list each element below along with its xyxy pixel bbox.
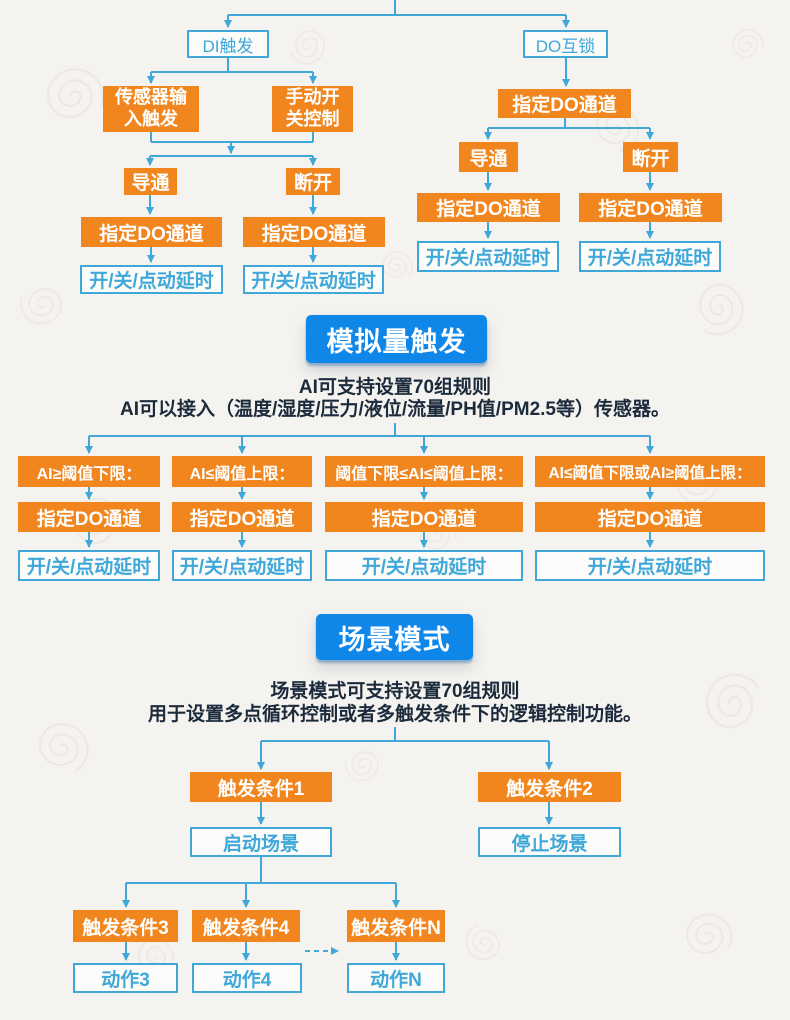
node-label: 传感器输 — [115, 87, 187, 108]
node-on-off-jog-delay: 开/关/点动延时 — [80, 265, 223, 294]
node-conduct: 导通 — [459, 142, 518, 172]
node-specify-do-channel: 指定DO通道 — [81, 217, 222, 247]
node-action-3: 动作3 — [73, 963, 178, 993]
node-stop-scene: 停止场景 — [478, 827, 621, 857]
analog-desc-line2: AI可以接入（温度/湿度/压力/液位/流量/PH值/PM2.5等）传感器。 — [120, 399, 670, 420]
section-header-analog-trigger: 模拟量触发 — [306, 315, 487, 363]
node-on-off-jog-delay: 开/关/点动延时 — [18, 550, 160, 581]
node-specify-do-channel: 指定DO通道 — [243, 217, 385, 247]
node-sensor-input-trigger: 传感器输 入触发 — [103, 86, 199, 132]
node-label: 手动开 — [285, 87, 340, 108]
node-trigger-condition-n: 触发条件N — [347, 910, 445, 942]
node-do-interlock: DO互锁 — [523, 30, 608, 58]
node-specify-do-channel: 指定DO通道 — [417, 193, 560, 222]
node-trigger-condition-3: 触发条件3 — [73, 910, 178, 942]
node-on-off-jog-delay: 开/关/点动延时 — [172, 550, 312, 581]
node-specify-do-channel: 指定DO通道 — [172, 502, 312, 532]
node-disconnect: 断开 — [623, 142, 678, 172]
node-condition-between: 阈值下限≤AI≤阈值上限： — [325, 456, 523, 487]
node-trigger-condition-4: 触发条件4 — [192, 910, 300, 942]
node-di-trigger: DI触发 — [187, 30, 269, 58]
node-disconnect: 断开 — [286, 168, 340, 195]
node-specify-do-channel: 指定DO通道 — [579, 193, 722, 222]
node-on-off-jog-delay: 开/关/点动延时 — [579, 241, 721, 272]
node-condition-outside: AI≤阈值下限或AI≥阈值上限： — [535, 456, 765, 487]
node-specify-do-channel: 指定DO通道 — [535, 502, 765, 532]
analog-desc-line1: AI可支持设置70组规则 — [298, 377, 492, 398]
node-condition-ai-lte-upper: AI≤阈值上限： — [172, 456, 312, 487]
node-start-scene: 启动场景 — [190, 827, 332, 857]
node-on-off-jog-delay: 开/关/点动延时 — [535, 550, 765, 581]
node-label: 入触发 — [124, 109, 178, 129]
node-trigger-condition-1: 触发条件1 — [190, 772, 332, 802]
node-action-n: 动作N — [347, 963, 445, 993]
node-on-off-jog-delay: 开/关/点动延时 — [243, 265, 384, 294]
node-conduct: 导通 — [124, 168, 177, 195]
node-specify-do-channel: 指定DO通道 — [498, 89, 631, 118]
section-header-scene-mode: 场景模式 — [316, 614, 473, 660]
node-specify-do-channel: 指定DO通道 — [18, 502, 160, 532]
node-specify-do-channel: 指定DO通道 — [325, 502, 523, 532]
node-label: 关控制 — [285, 109, 340, 129]
scene-desc-line2: 用于设置多点循环控制或者多触发条件下的逻辑控制功能。 — [147, 704, 642, 725]
node-on-off-jog-delay: 开/关/点动延时 — [417, 241, 559, 272]
node-condition-ai-gte-lower: AI≥阈值下限： — [18, 456, 160, 487]
node-action-4: 动作4 — [192, 963, 302, 993]
node-on-off-jog-delay: 开/关/点动延时 — [325, 550, 523, 581]
node-trigger-condition-2: 触发条件2 — [478, 772, 621, 802]
scene-desc-line1: 场景模式可支持设置70组规则 — [270, 681, 520, 702]
node-manual-switch-control: 手动开 关控制 — [272, 86, 353, 132]
connectors — [85, 0, 654, 961]
